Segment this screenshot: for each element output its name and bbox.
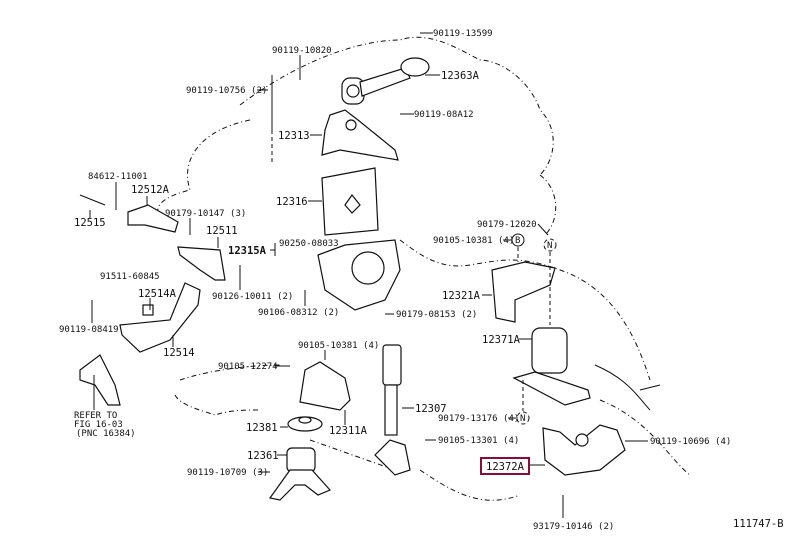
part-12371A-mount: [512, 327, 591, 406]
label-90179-10147[interactable]: 90179-10147 (3): [165, 209, 246, 219]
part-refer-bracket: [79, 354, 121, 406]
label-12372A[interactable]: 12372A: [486, 461, 525, 473]
marker-b-text: B: [515, 236, 520, 246]
label-12512A[interactable]: 12512A: [131, 184, 170, 196]
diagram-code: 111747-B: [733, 518, 784, 530]
label-12361[interactable]: 12361: [247, 450, 279, 462]
refer-note-line1: REFER TO: [74, 411, 117, 421]
part-12512A-bracket: [79, 194, 179, 233]
part-labels: 90119-13599 90119-10820 12363A 90119-107…: [59, 29, 784, 532]
label-90126-10011[interactable]: 90126-10011 (2): [212, 292, 293, 302]
label-90119-10696[interactable]: 90119-10696 (4): [650, 437, 731, 447]
label-90179-12020[interactable]: 90179-12020: [477, 220, 537, 230]
label-91511-60845[interactable]: 91511-60845: [100, 272, 160, 282]
label-90119-13599[interactable]: 90119-13599: [433, 29, 493, 39]
part-12363A-torque-rod: [341, 57, 430, 105]
label-12515[interactable]: 12515: [74, 217, 106, 229]
refer-note-line2: FIG 16-03: [74, 420, 123, 430]
label-90105-12274[interactable]: 90105-12274: [218, 362, 278, 372]
marker-n-top: N: [543, 238, 557, 252]
label-84612-11001[interactable]: 84612-11001: [88, 172, 148, 182]
label-12313[interactable]: 12313: [278, 130, 310, 142]
refer-note-line3: (PNC 16384): [76, 429, 136, 439]
part-12361-mount: [268, 447, 332, 501]
part-12313-bracket: [321, 109, 399, 161]
engine-outline: [157, 36, 691, 501]
part-12311A-bracket: [299, 361, 351, 411]
label-12511[interactable]: 12511: [206, 225, 238, 237]
label-12363A[interactable]: 12363A: [441, 70, 480, 82]
marker-n-bottom: N: [516, 411, 530, 425]
label-90119-08A12[interactable]: 90119-08A12: [414, 110, 474, 120]
highlight-12372A[interactable]: 12372A: [480, 457, 530, 475]
label-93179-10146[interactable]: 93179-10146 (2): [533, 522, 614, 532]
marker-n-bottom-text: N: [520, 414, 525, 424]
label-12307[interactable]: 12307: [415, 403, 447, 415]
label-12514A[interactable]: 12514A: [138, 288, 177, 300]
label-90106-08312[interactable]: 90106-08312 (2): [258, 308, 339, 318]
highlight-box: [480, 457, 530, 475]
label-90179-13176[interactable]: 90179-13176 (4): [438, 414, 519, 424]
part-12321A-bracket: [491, 261, 556, 323]
part-12307-damper: [374, 344, 411, 476]
label-90119-10820[interactable]: 90119-10820: [272, 46, 332, 56]
label-90179-08153[interactable]: 90179-08153 (2): [396, 310, 477, 320]
label-12315A[interactable]: 12315A: [228, 245, 267, 257]
label-12371A[interactable]: 12371A: [482, 334, 521, 346]
part-12315A-bracket: [317, 239, 401, 311]
label-12316[interactable]: 12316: [276, 196, 308, 208]
part-12372A-bracket: [542, 424, 626, 476]
part-12381-washer: [287, 416, 323, 432]
marker-b: B: [511, 233, 525, 247]
label-90119-10756[interactable]: 90119-10756 (2): [186, 86, 267, 96]
part-12514-bracket: [119, 282, 201, 353]
label-90105-10381-left[interactable]: 90105-10381 (4): [298, 341, 379, 351]
label-90250-08033[interactable]: 90250-08033: [279, 239, 339, 249]
label-12311A[interactable]: 12311A: [329, 425, 368, 437]
marker-n-top-text: N: [547, 241, 552, 251]
label-12381[interactable]: 12381: [246, 422, 278, 434]
label-12514[interactable]: 12514: [163, 347, 195, 359]
label-90119-10709[interactable]: 90119-10709 (3): [187, 468, 268, 478]
label-90105-13301[interactable]: 90105-13301 (4): [438, 436, 519, 446]
label-90119-08419[interactable]: 90119-08419: [59, 325, 119, 335]
label-90105-10381-right[interactable]: 90105-10381 (4): [433, 236, 514, 246]
label-12321A[interactable]: 12321A: [442, 290, 481, 302]
part-12316-plate: [321, 167, 379, 236]
part-12511-bracket: [177, 246, 226, 281]
leader-lines: [89, 32, 648, 518]
